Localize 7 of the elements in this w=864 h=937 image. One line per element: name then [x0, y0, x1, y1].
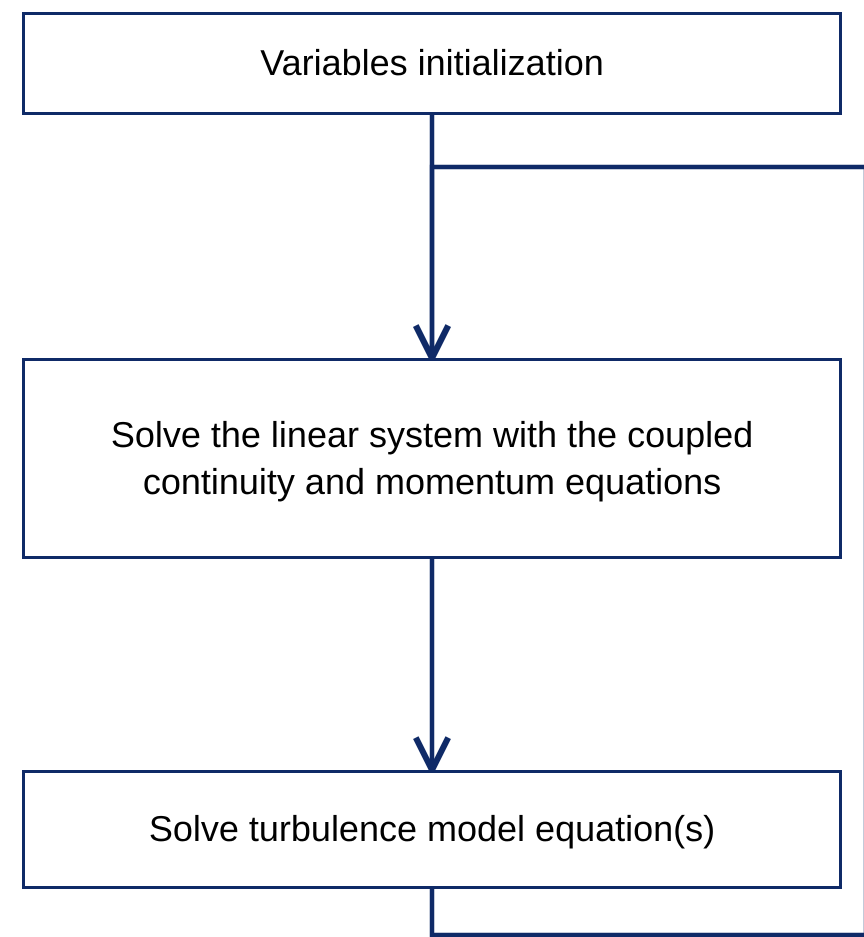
process-box: [22, 358, 842, 559]
process-box: [22, 770, 842, 889]
process-box: [22, 12, 842, 115]
arrow: [412, 164, 864, 937]
step-label: Variables initialization: [260, 41, 604, 86]
step-label: Solve the linear system with the coupled continuity and momentum equations: [110, 412, 754, 504]
step-label: Solve turbulence model equation(s): [148, 807, 716, 852]
